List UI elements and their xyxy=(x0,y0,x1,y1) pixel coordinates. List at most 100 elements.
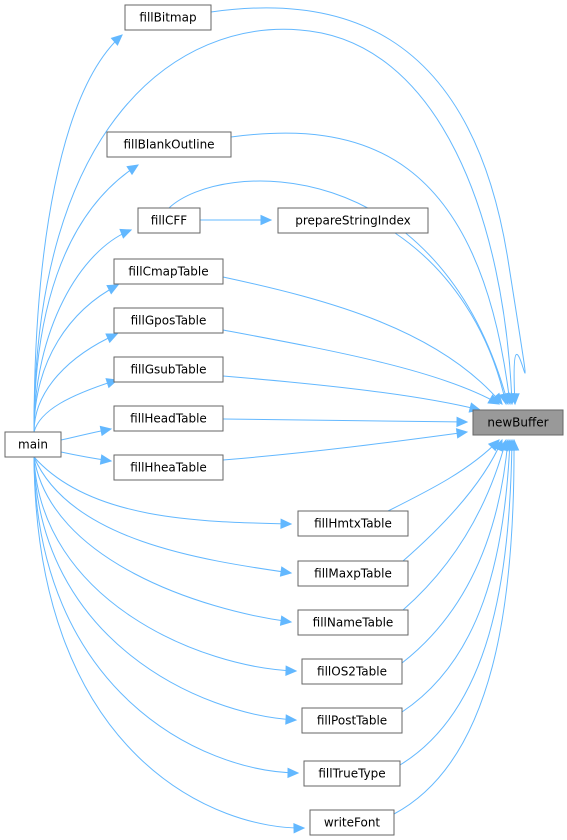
node-fillGposTable[interactable]: fillGposTable xyxy=(113,307,224,334)
node-box xyxy=(106,131,232,158)
node-fillPostTable[interactable]: fillPostTable xyxy=(301,707,403,734)
node-box xyxy=(297,510,409,537)
edge-line xyxy=(222,375,481,411)
node-label: fillHheaTable xyxy=(130,461,207,475)
arrowhead-icon xyxy=(293,822,306,834)
node-box xyxy=(4,431,62,458)
edge-line xyxy=(33,456,297,721)
edge-fillCmapTable-to-newBuffer xyxy=(222,276,503,405)
node-label: prepareStringIndex xyxy=(295,214,411,228)
node-box xyxy=(309,809,395,836)
edge-fillBlankOutline-to-newBuffer xyxy=(230,132,515,406)
node-label: fillNameTable xyxy=(313,616,394,630)
node-label: fillHeadTable xyxy=(130,412,207,426)
node-label: fillMaxpTable xyxy=(314,567,392,581)
edge-line xyxy=(33,456,297,672)
node-box xyxy=(113,454,224,481)
edge-fillGposTable-to-newBuffer xyxy=(222,329,501,405)
arrowhead-icon xyxy=(260,214,273,226)
node-fillNameTable[interactable]: fillNameTable xyxy=(297,609,409,636)
node-fillBitmap[interactable]: fillBitmap xyxy=(124,4,212,31)
edge-main-to-fillGposTable xyxy=(33,333,119,433)
arrowhead-icon xyxy=(106,284,120,295)
node-fillCmapTable[interactable]: fillCmapTable xyxy=(113,258,224,285)
arrowhead-icon xyxy=(110,34,123,46)
node-label: fillPostTable xyxy=(317,714,387,728)
node-label: fillGsubTable xyxy=(130,363,206,377)
node-box xyxy=(297,609,409,636)
arrowhead-icon xyxy=(498,392,509,406)
arrowhead-icon xyxy=(285,665,298,676)
edge-main-to-fillBlankOutline xyxy=(33,164,140,433)
node-label: main xyxy=(18,438,48,452)
edge-main-to-fillCmapTable xyxy=(33,284,120,433)
edge-fillHeadTable-to-newBuffer xyxy=(222,416,469,428)
node-fillHeadTable[interactable]: fillHeadTable xyxy=(113,405,224,432)
edge-main-to-fillOS2Table xyxy=(33,456,298,676)
node-box xyxy=(113,307,224,334)
arrowhead-icon xyxy=(279,615,293,626)
edge-line xyxy=(402,439,507,611)
node-fillTrueType[interactable]: fillTrueType xyxy=(303,760,401,787)
node-box xyxy=(301,658,403,685)
node-fillBlankOutline[interactable]: fillBlankOutline xyxy=(106,131,232,158)
edge-fillMaxpTable-to-newBuffer xyxy=(402,438,503,562)
arrowhead-icon xyxy=(99,425,113,437)
edge-fillTrueType-to-newBuffer xyxy=(399,438,518,766)
edge-fillPostTable-to-newBuffer xyxy=(401,438,515,713)
edge-main-to-fillHmtxTable xyxy=(33,456,293,530)
node-fillGsubTable[interactable]: fillGsubTable xyxy=(113,356,224,383)
node-fillMaxpTable[interactable]: fillMaxpTable xyxy=(297,560,409,587)
node-box xyxy=(113,405,224,432)
node-box xyxy=(303,760,401,787)
arrowhead-icon xyxy=(508,438,520,451)
edge-line xyxy=(33,456,299,774)
edge-line xyxy=(387,439,500,512)
edge-line xyxy=(222,418,468,423)
edge-line xyxy=(401,439,509,664)
edge-main-to-writeFont xyxy=(33,456,306,834)
edge-line xyxy=(168,180,509,405)
node-box xyxy=(472,409,564,436)
node-box xyxy=(277,207,429,234)
edge-line xyxy=(222,329,500,405)
arrowhead-icon xyxy=(280,518,293,530)
edge-line xyxy=(33,456,292,525)
edge-main-to-fillBitmap xyxy=(33,34,123,433)
node-prepareStringIndex[interactable]: prepareStringIndex xyxy=(277,207,429,234)
arrowhead-icon xyxy=(285,714,298,725)
node-fillOS2Table[interactable]: fillOS2Table xyxy=(301,658,403,685)
edge-line xyxy=(33,284,119,433)
edge-main-to-fillCFF xyxy=(33,228,133,433)
arrowhead-icon xyxy=(119,228,133,239)
node-box xyxy=(137,207,201,234)
edge-prepareStringIndex-to-newBuffer xyxy=(394,232,509,406)
node-label: fillBitmap xyxy=(139,11,196,25)
node-box xyxy=(113,356,224,383)
edge-main-to-fillHheaTable xyxy=(60,451,113,465)
node-newBuffer: newBuffer xyxy=(472,409,564,436)
edge-line xyxy=(230,132,511,405)
edge-fillCFF-to-prepareStringIndex xyxy=(200,214,273,226)
edge-line xyxy=(401,439,511,713)
node-fillHheaTable[interactable]: fillHheaTable xyxy=(113,454,224,481)
edge-line xyxy=(393,439,515,815)
node-box xyxy=(301,707,403,734)
edge-line xyxy=(33,456,305,829)
node-main[interactable]: main xyxy=(4,431,62,458)
node-fillHmtxTable[interactable]: fillHmtxTable xyxy=(297,510,409,537)
arrowhead-icon xyxy=(126,164,140,176)
node-writeFont[interactable]: writeFont xyxy=(309,809,395,836)
edge-line xyxy=(33,333,118,433)
node-label: fillCmapTable xyxy=(128,265,208,279)
edge-line xyxy=(402,439,503,562)
edge-line xyxy=(222,276,503,405)
edge-line xyxy=(33,34,123,433)
node-label: fillTrueType xyxy=(318,767,385,781)
edge-line xyxy=(33,456,292,623)
node-fillCFF[interactable]: fillCFF xyxy=(137,207,201,234)
edge-fillGsubTable-to-newBuffer xyxy=(222,375,482,413)
node-label: fillCFF xyxy=(151,214,188,228)
edge-main-to-fillGsubTable xyxy=(33,378,119,433)
